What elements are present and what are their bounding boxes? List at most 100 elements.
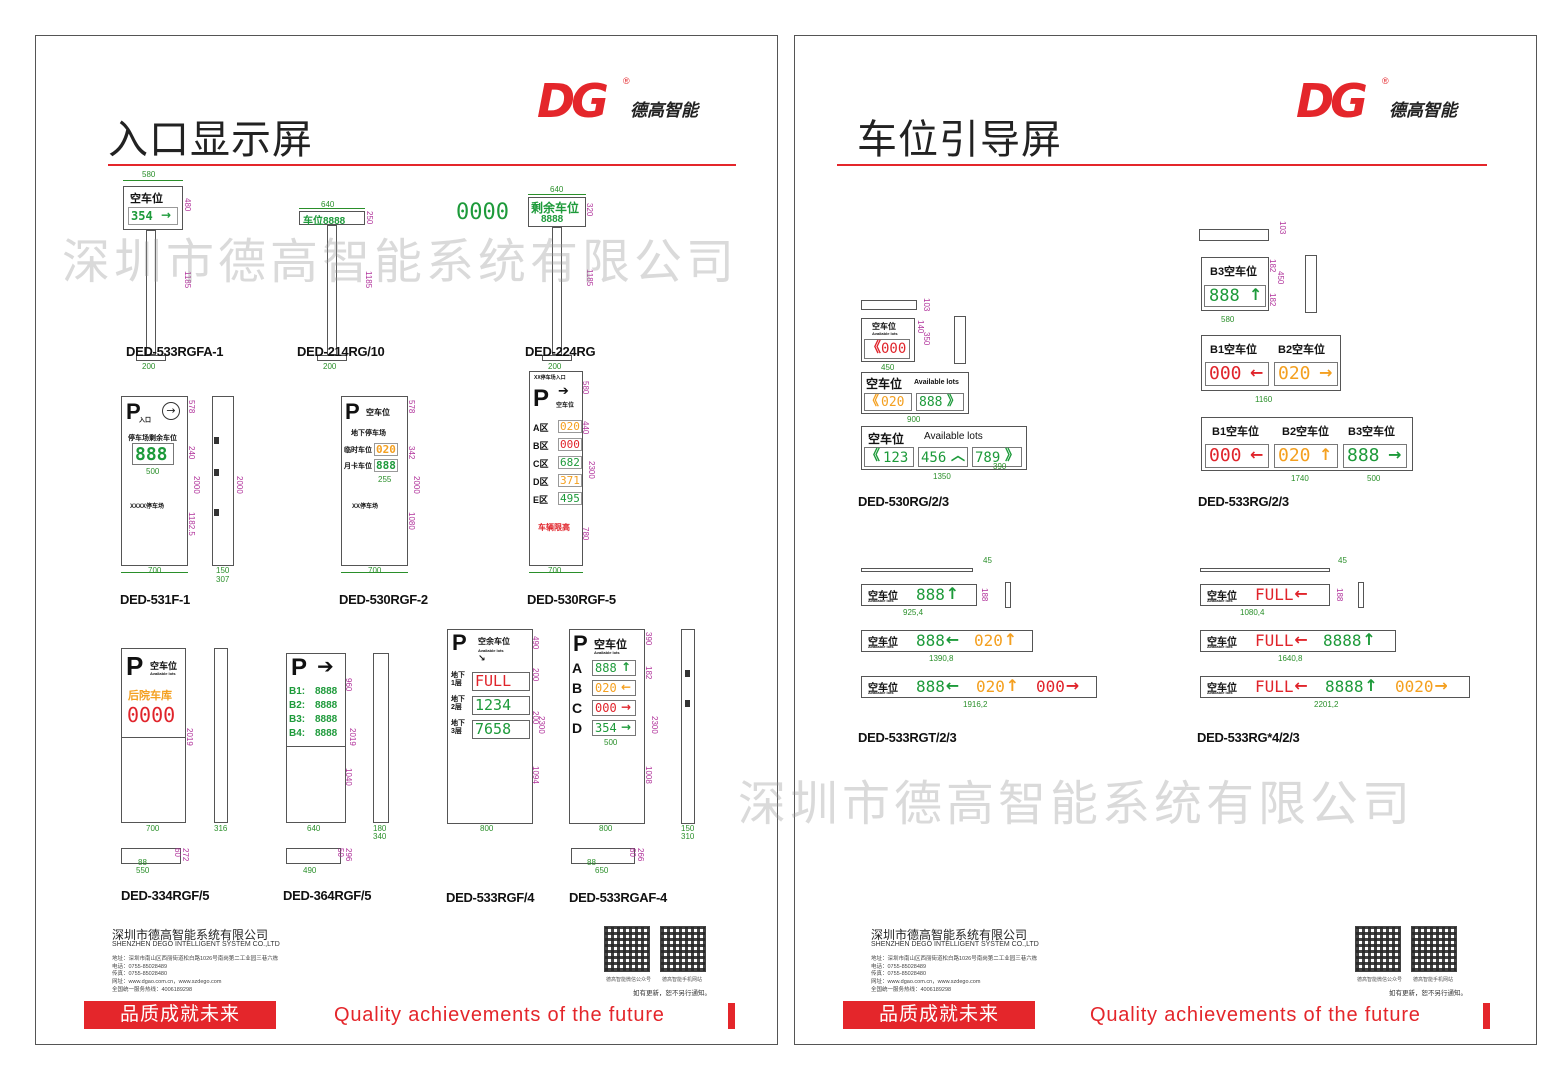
- digit-window: 888 →: [1343, 444, 1407, 468]
- product-label-p8: DED-364RGF/5: [283, 888, 372, 903]
- footer-company-en: SHENZHEN DEGO INTELLIGENT SYSTEM CO.,LTD: [112, 941, 280, 948]
- arrow-right-icon: ➔: [558, 384, 569, 399]
- footer-hotline: 全国统一服务热线：4006189298: [112, 987, 193, 993]
- digit-window: 888》: [916, 393, 964, 411]
- qr-caption-mobile: 德高智能手机网站: [1413, 977, 1454, 983]
- zone-label: D区: [533, 477, 549, 487]
- zone-readout: 000: [558, 438, 582, 451]
- dim-side-depth: 316: [214, 824, 228, 833]
- sign-subtext: Available lots: [872, 331, 898, 336]
- update-notice: 如有更新，恕不另行通知。: [1389, 990, 1467, 997]
- digit-readout: 8888: [1325, 677, 1364, 696]
- sign-heading: 空车位: [1207, 683, 1237, 694]
- display-triple: B1空车位 B2空车位 B3空车位 000 ← 020 ↑ 888 →: [1201, 417, 1413, 471]
- floor-readout: 7658: [472, 720, 530, 739]
- footer-fax: 传真：0755-85028480: [112, 971, 168, 977]
- display-double: B1空车位 B2空车位 000 ← 020 →: [1201, 335, 1341, 391]
- zone-label: C: [572, 700, 583, 716]
- level-label: B3:: [289, 714, 306, 725]
- digit-readout: 456: [921, 450, 947, 466]
- zone-label-b2: B2空车位: [1278, 344, 1326, 356]
- dim-side-depth: 150: [216, 566, 230, 575]
- dim-lower: 1008: [644, 766, 653, 784]
- digit-readout: 123: [883, 450, 909, 466]
- level-readout: 8888: [315, 714, 338, 725]
- parking-p-icon: P: [345, 399, 360, 424]
- panel-divider: [287, 746, 345, 747]
- arrow-left-icon: ←: [1294, 676, 1308, 695]
- bracket: [214, 469, 219, 476]
- dim-line: [299, 208, 365, 209]
- dim-line: [528, 194, 586, 195]
- row-readout: 020: [374, 443, 398, 456]
- qr-caption-wechat: 德高智能微信公众号: [606, 977, 652, 983]
- dim-total: 2000: [192, 476, 201, 494]
- sign-footer-text: XX停车场: [352, 504, 379, 510]
- bracket: [214, 509, 219, 516]
- dim-bracket: 103: [1278, 221, 1287, 235]
- base-plan: [121, 848, 181, 864]
- zone-readout: 354: [595, 721, 617, 735]
- product-ded-533rgt-2-3: 45 空车位 Available lots 888↑ 188 925,4 空车位…: [859, 554, 1129, 734]
- digit-window: 789》: [972, 447, 1022, 467]
- display-1way: 空车位 Available lots 888↑: [861, 584, 977, 606]
- zone-label-b1: B1空车位: [1212, 426, 1260, 438]
- sign-panel: 车位8888: [299, 211, 365, 227]
- double-chevron-left-icon: 《: [867, 340, 881, 356]
- product-ded-224rg: 640 剩余车位 8888 320 1185 200: [526, 181, 646, 376]
- arrow-up-icon: ↑: [1364, 676, 1378, 695]
- digit-readout: 000: [1209, 363, 1242, 384]
- footer-web: 网址：www.dgao.com.cn，www.szdego.com: [871, 979, 981, 985]
- digit-window: 888 ↑: [1204, 285, 1266, 307]
- watermark: 深圳市德高智能系统有限公司: [738, 776, 1415, 832]
- dg-logo: DG ® 德高智能: [1296, 76, 1466, 126]
- sign-text: 停车场剩余车位: [128, 435, 177, 442]
- sign-panel: 剩余车位 8888: [528, 197, 586, 227]
- product-label-p6: DED-530RGF-5: [527, 592, 616, 607]
- dim-line: [121, 572, 188, 573]
- zone-readout: 371: [558, 474, 582, 487]
- pylon-front: P 空车位 地下停车场 临时车位 020 月卡车位 888 255 XX停车场: [341, 396, 408, 566]
- pylon-front: P 入口 → 停车场剩余车位 888 500 XXXX停车场: [121, 396, 188, 566]
- slogan-accent-bar: [1483, 1003, 1490, 1029]
- product-label-r4: DED-533RG*4/2/3: [1197, 730, 1300, 745]
- footer-address: 地址：深圳市南山区西丽街道松白路1026号南岗第二工业园三巷六栋: [112, 956, 279, 962]
- zone-label: E区: [533, 495, 549, 505]
- dim-width-2: 1640,8: [1278, 654, 1303, 663]
- arrow-circle-icon: →: [162, 402, 180, 420]
- digit-window: 888↑: [592, 660, 636, 676]
- digit-readout: 0020: [1395, 677, 1434, 696]
- arrow-left-icon: ←: [621, 680, 632, 694]
- sign-subtext: Available lots: [924, 431, 983, 442]
- digit-window: 888: [132, 443, 174, 465]
- product-label-p4: DED-531F-1: [120, 592, 190, 607]
- display-1way: 空车位 Available lots 《000: [861, 318, 915, 362]
- arrow-down-right-icon: ↘: [478, 654, 486, 664]
- dim-base-depth: 266: [636, 848, 645, 862]
- product-ded-533rg-2-3: 103 B3空车位 888 ↑ 182 450 182 580 B1空车位 B2…: [1195, 221, 1425, 491]
- product-ded-533rgfa-1: 580 空车位 354 → 480 1185 200: [116, 170, 286, 376]
- mount-bracket: [861, 300, 917, 310]
- dim-bracket: 103: [922, 298, 931, 312]
- sign-subtext: Available lots: [868, 598, 894, 603]
- dim-width: 700: [148, 566, 162, 575]
- product-ded-533rg-4-2-3: 45 空车位 Available lots FULL← 188 1080,4 空…: [1198, 554, 1488, 734]
- floor-label: 地下2层: [451, 696, 465, 711]
- digit-window: 354→: [592, 720, 636, 736]
- sign-heading: 空余车位: [478, 637, 510, 646]
- sign-subtext: Available lots: [594, 650, 620, 655]
- title-divider: [108, 164, 736, 166]
- level-label: B1:: [289, 686, 306, 697]
- product-ded-530rgf-2: P 空车位 地下停车场 临时车位 020 月卡车位 888 255 XX停车场 …: [336, 396, 446, 586]
- sign-subtext: Available lots: [150, 671, 176, 676]
- pylon-side: [373, 653, 389, 823]
- arrow-left-icon: ←: [1250, 363, 1264, 382]
- digit-window: 020←: [592, 680, 636, 696]
- display-1way: 空车位 Available lots FULL←: [1200, 584, 1330, 606]
- dim-top: 490: [531, 636, 540, 650]
- watermark: 深圳市德高智能系统有限公司: [62, 234, 739, 290]
- sign-top-text: XX停车场入口: [534, 375, 566, 381]
- dim-width: 800: [599, 824, 613, 833]
